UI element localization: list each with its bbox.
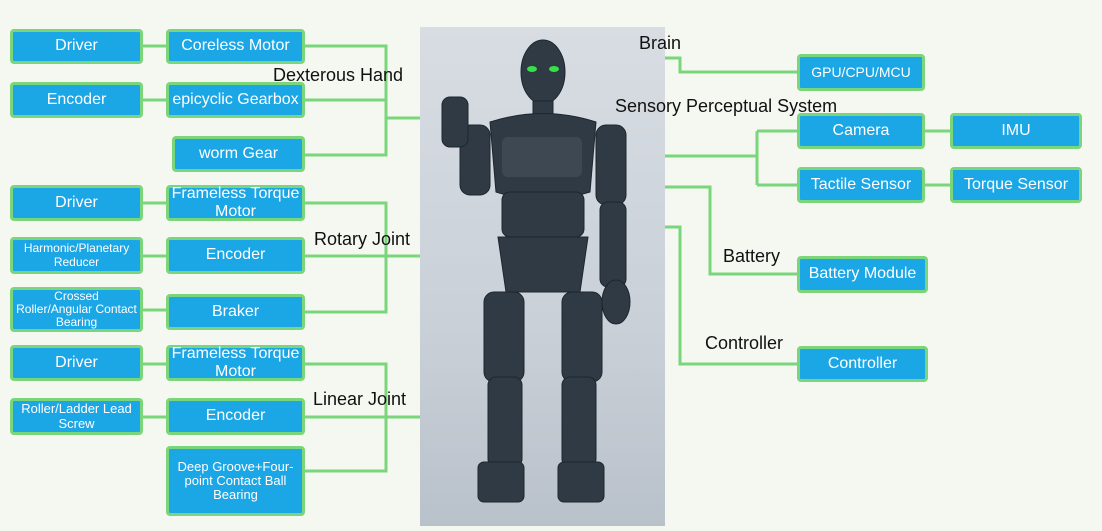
sensory-system-label: Sensory Perceptual System [615, 96, 838, 116]
driver-box-2: Driver [10, 185, 143, 221]
tactile-sensor-box: Tactile Sensor [797, 167, 925, 203]
rotary-joint-label: Rotary Joint [314, 229, 411, 249]
dexterous-hand-label: Dexterous Hand [273, 65, 404, 85]
driver-box-3: Driver [10, 345, 143, 381]
battery-module-box: Battery Module [797, 256, 928, 293]
torque-sensor-box: Torque Sensor [950, 167, 1082, 203]
brain-label: Brain [639, 33, 682, 53]
linear-joint-label: Linear Joint [313, 389, 407, 409]
roller-lead-screw-box: Roller/Ladder Lead Screw [10, 398, 143, 435]
robot-photo [420, 27, 665, 526]
frameless-torque-motor-box-1: Frameless Torque Motor [166, 185, 305, 221]
battery-label: Battery [723, 246, 781, 266]
encoder-box-3: Encoder [166, 398, 305, 435]
imu-box: IMU [950, 113, 1082, 149]
controller-label: Controller [705, 333, 784, 353]
driver-box-1: Driver [10, 29, 143, 64]
braker-box: Braker [166, 294, 305, 330]
harmonic-reducer-box: Harmonic/Planetary Reducer [10, 237, 143, 274]
epicyclic-gearbox-box: epicyclic Gearbox [166, 82, 305, 118]
coreless-motor-box: Coreless Motor [166, 29, 305, 64]
crossed-roller-bearing-box: Crossed Roller/Angular Contact Bearing [10, 287, 143, 332]
encoder-box-2: Encoder [166, 237, 305, 274]
deep-groove-bearing-box: Deep Groove+Four-point Contact Ball Bear… [166, 446, 305, 516]
humanoid-robot-illustration [441, 39, 631, 503]
gpu-cpu-mcu-box: GPU/CPU/MCU [797, 54, 925, 91]
controller-box: Controller [797, 346, 928, 382]
encoder-box-1: Encoder [10, 82, 143, 118]
camera-box: Camera [797, 113, 925, 149]
worm-gear-box: worm Gear [172, 136, 305, 172]
frameless-torque-motor-box-2: Frameless Torque Motor [166, 345, 305, 381]
